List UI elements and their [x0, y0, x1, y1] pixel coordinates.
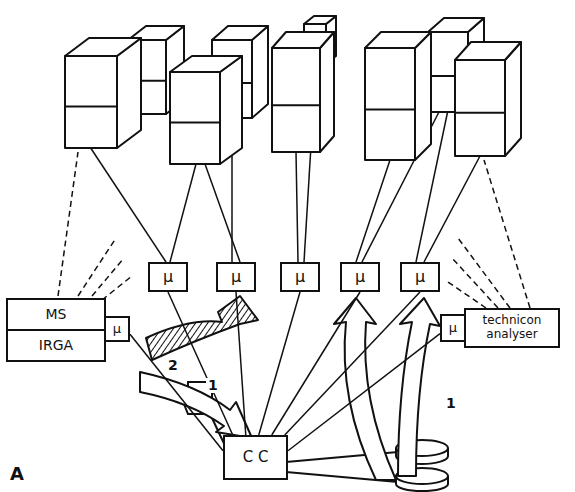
analyser-box: technicon analyser	[464, 308, 560, 348]
sensor-lines	[58, 152, 530, 308]
node-text: μ	[282, 267, 318, 287]
microprocessor-box: μ	[440, 314, 466, 342]
wire	[90, 147, 166, 262]
node-text: μ	[218, 267, 254, 287]
microprocessor-box: μ	[104, 316, 130, 342]
wire	[205, 164, 240, 262]
central-computer-box: C C	[223, 435, 288, 480]
node-text: IRGA	[8, 329, 104, 360]
node-text: technicon analyser	[466, 313, 558, 343]
connector	[272, 292, 360, 435]
wire	[296, 152, 298, 262]
cabinet	[455, 42, 521, 156]
callout-number: 1	[206, 378, 220, 393]
microprocessor-box: μ	[280, 262, 320, 292]
cabinet	[170, 56, 242, 164]
connector	[259, 292, 300, 435]
node-text: μ	[402, 267, 438, 287]
node-text: μ	[106, 321, 128, 338]
node-text: μ	[150, 267, 186, 287]
node-text: μ	[342, 267, 378, 287]
cabinet	[272, 32, 334, 152]
growth-cabinets	[65, 16, 521, 164]
flow-arrows	[140, 296, 440, 480]
microprocessor-box: μ	[148, 262, 188, 292]
microprocessor-box: μ	[400, 262, 440, 292]
node-text: MS	[8, 300, 104, 329]
connector	[288, 334, 440, 451]
connector	[236, 292, 246, 435]
microprocessor-box: μ	[216, 262, 256, 292]
microprocessor-box: μ	[340, 262, 380, 292]
cabinet	[365, 32, 431, 160]
panel-letter: A	[8, 464, 26, 484]
wire	[424, 156, 480, 262]
analyser-box: MSIRGA	[6, 298, 106, 362]
connector	[130, 334, 223, 451]
cabinet	[65, 38, 141, 148]
node-text: C C	[225, 448, 286, 467]
connector	[285, 292, 420, 435]
callout-number: 2	[166, 358, 180, 373]
wire	[170, 164, 196, 262]
node-text: μ	[442, 320, 464, 337]
callout-number: 1	[444, 396, 458, 411]
wire	[356, 160, 390, 262]
